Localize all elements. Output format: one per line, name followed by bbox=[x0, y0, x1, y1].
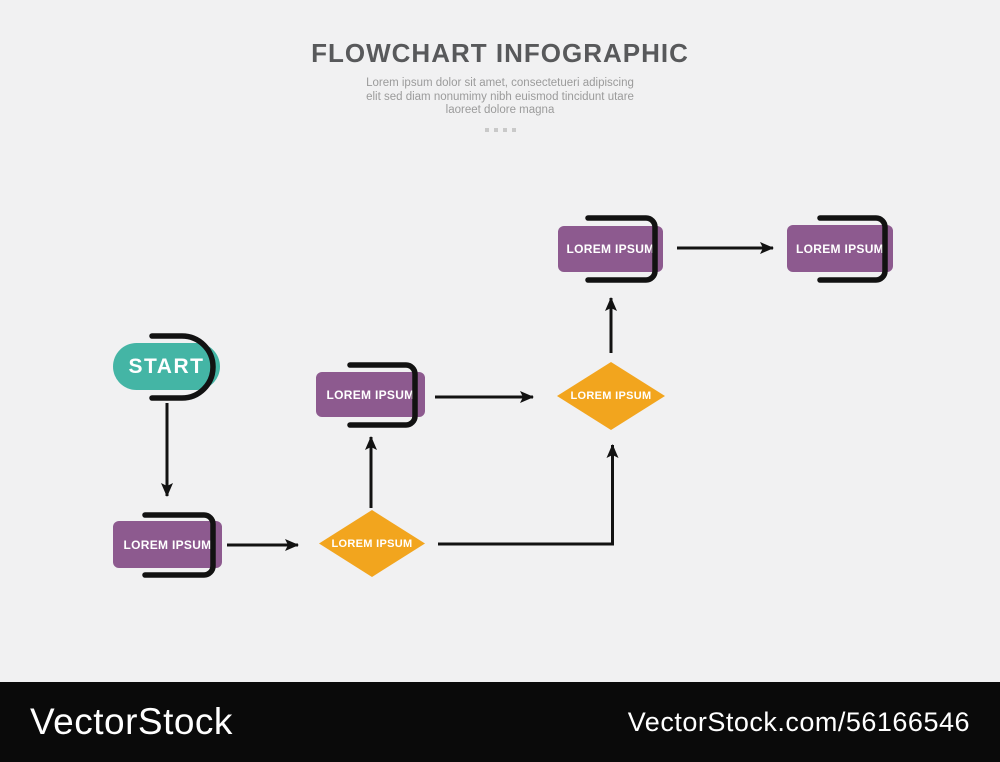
vectorstock-logo: VectorStock bbox=[30, 701, 233, 742]
flowchart-node-step-3: LOREM IPSUM bbox=[558, 226, 663, 272]
flowchart-node-decision-2: LOREM IPSUM bbox=[557, 362, 665, 430]
flowchart-node-step-1: LOREM IPSUM bbox=[113, 521, 222, 568]
page-subtitle: Lorem ipsum dolor sit amet, consectetuer… bbox=[366, 77, 634, 116]
node-label: LOREM IPSUM bbox=[123, 537, 212, 552]
header: FLOWCHART INFOGRAPHIC Lorem ipsum dolor … bbox=[0, 0, 1000, 132]
flowchart-node-start: START bbox=[113, 343, 220, 390]
subtitle-dot bbox=[484, 127, 489, 132]
node-label: START bbox=[128, 354, 205, 378]
node-label: LOREM IPSUM bbox=[331, 537, 413, 550]
connector-decision-1-to-decision-2 bbox=[438, 444, 619, 546]
flowchart-node-step-2: LOREM IPSUM bbox=[316, 372, 425, 417]
watermark-bar: VectorStock VectorStock.com/56166546 bbox=[0, 682, 1000, 762]
subtitle-dot bbox=[502, 127, 507, 132]
node-label: LOREM IPSUM bbox=[796, 241, 884, 256]
subtitle-dots bbox=[0, 127, 1000, 132]
vectorstock-url: VectorStock.com/56166546 bbox=[627, 706, 970, 737]
node-label: LOREM IPSUM bbox=[326, 387, 415, 402]
flowchart-node-decision-1: LOREM IPSUM bbox=[319, 510, 425, 577]
subtitle-dot bbox=[493, 127, 498, 132]
page-title: FLOWCHART INFOGRAPHIC bbox=[311, 38, 689, 68]
subtitle-dot bbox=[511, 127, 516, 132]
node-label: LOREM IPSUM bbox=[570, 390, 652, 402]
node-label: LOREM IPSUM bbox=[566, 242, 655, 256]
flowchart-node-step-4: LOREM IPSUM bbox=[787, 225, 893, 272]
